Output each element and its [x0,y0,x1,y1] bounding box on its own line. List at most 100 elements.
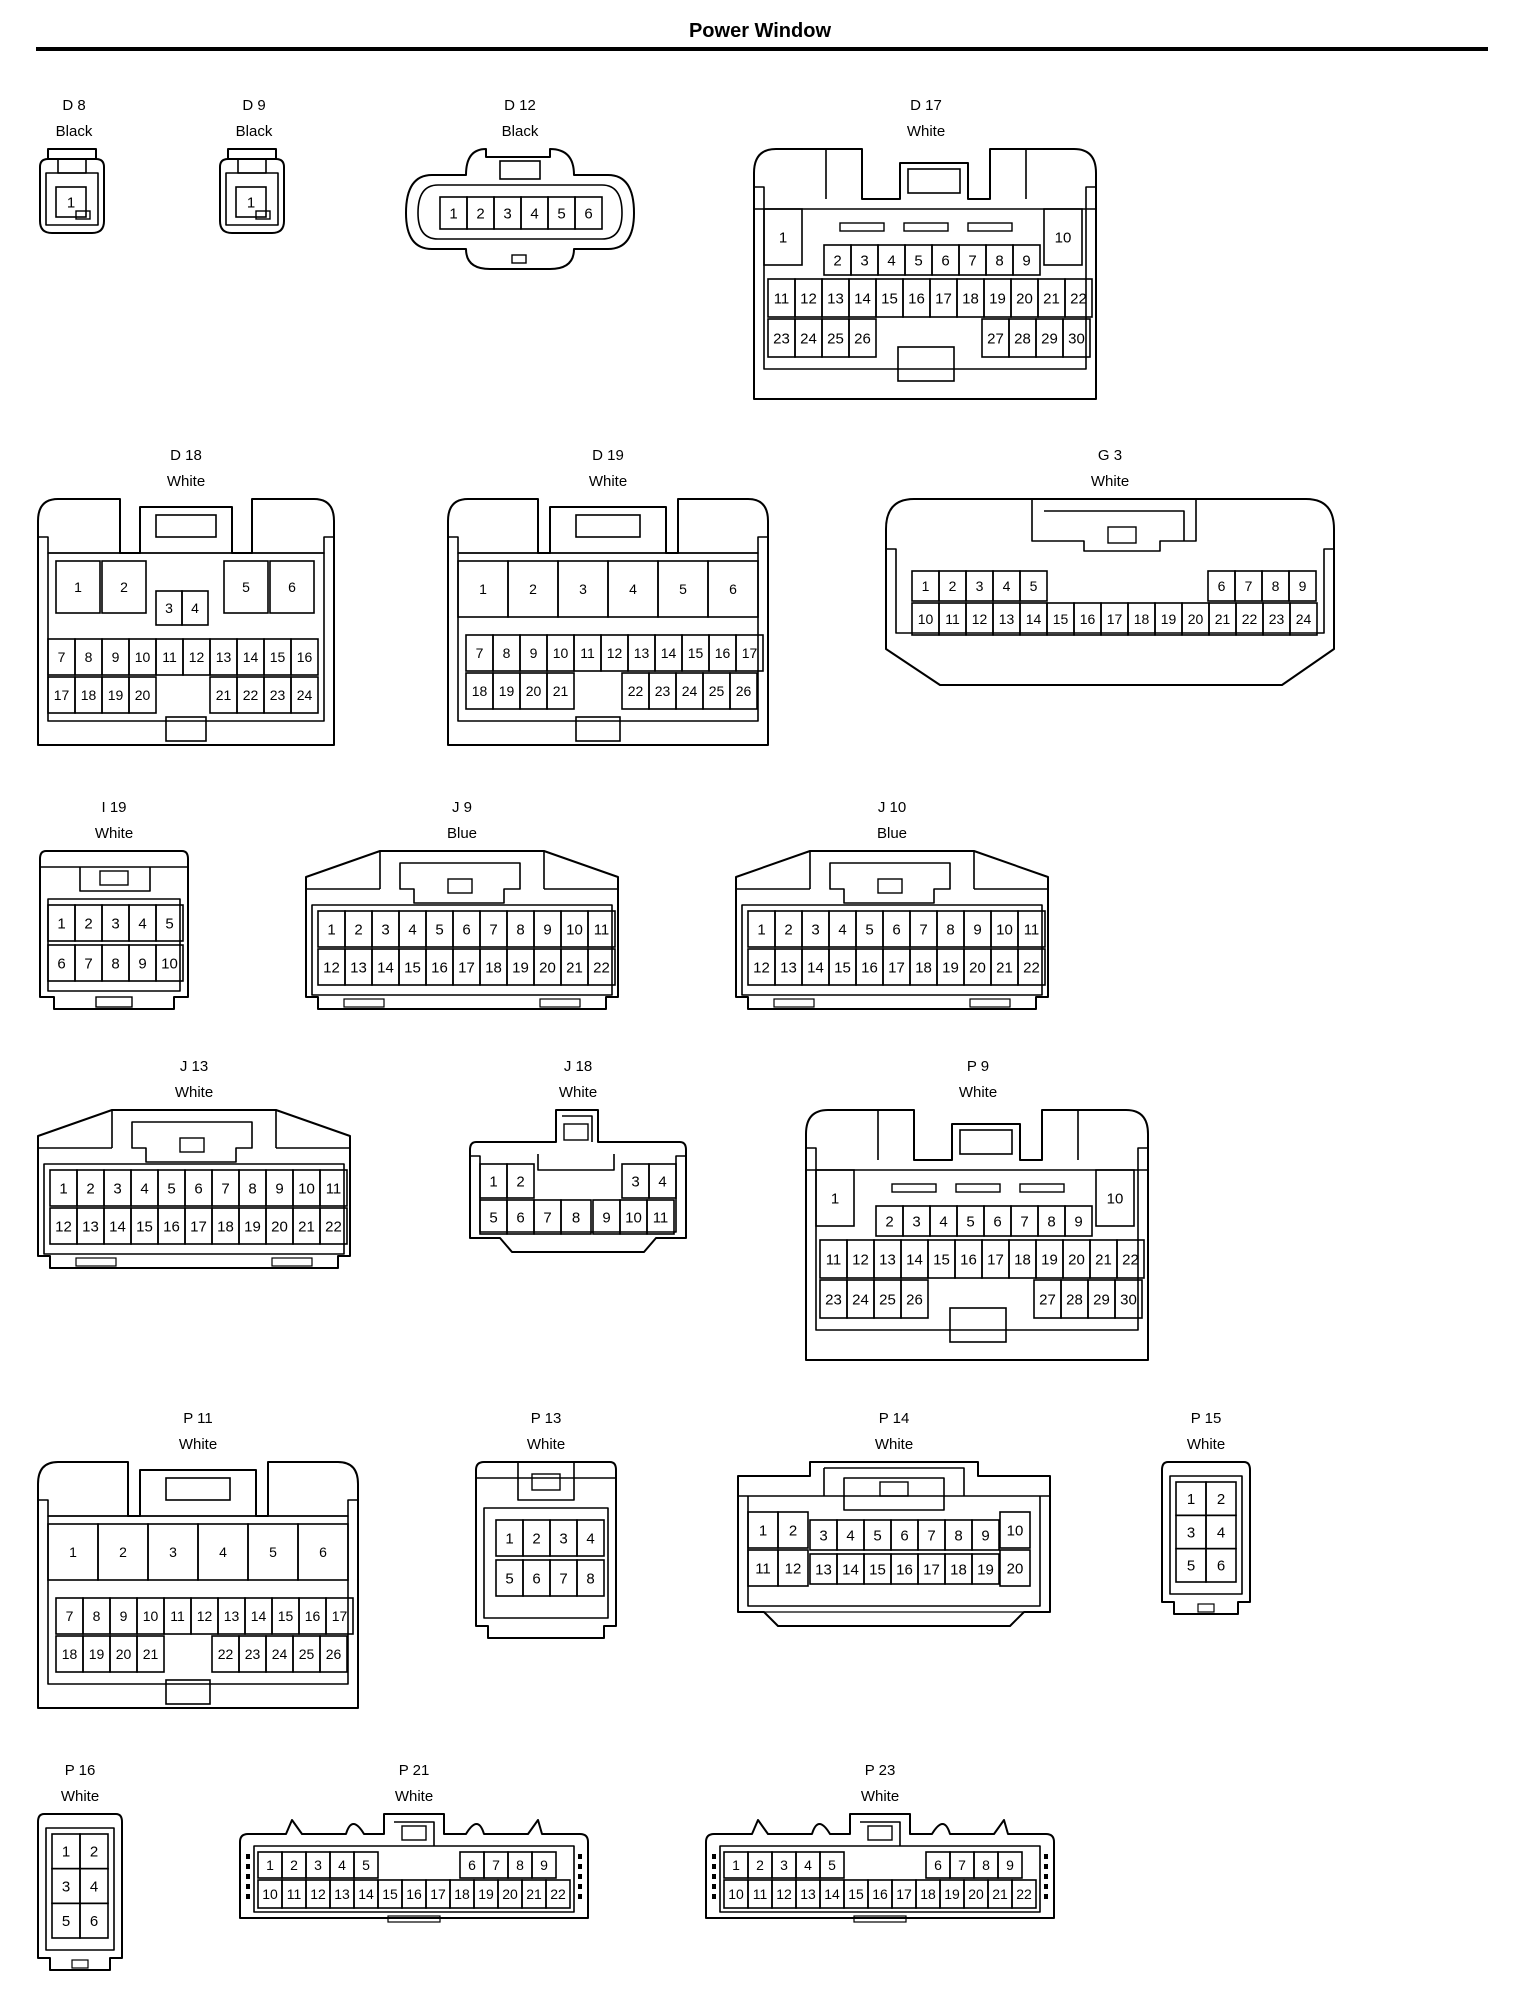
housing-outline [45,1827,115,1951]
guide-dot [578,1854,582,1859]
pin-number: 7 [221,1180,229,1197]
connector-id: P 21 [398,1762,430,1779]
pin-number: 1 [67,194,75,211]
housing-outline [469,1109,687,1253]
pin-number: 5 [679,581,687,597]
pin-number: 28 [1066,1291,1083,1308]
connector-id: J 18 [563,1058,593,1075]
guide-rib [955,1183,1001,1193]
pin-number: 9 [112,649,120,665]
pin-number: 13 [800,1886,816,1902]
pin-cavity [646,1199,675,1235]
rail [271,1257,313,1267]
pin-cavity [815,1169,855,1227]
pin-number: 6 [993,1213,1001,1230]
housing-outline [885,498,1335,686]
pin-number: 14 [1026,611,1042,627]
pin-number: 1 [732,1857,740,1873]
pin-number: 10 [728,1886,744,1902]
housing-outline [57,159,87,174]
housing-outline [47,1515,349,1685]
pin-number: 1 [489,1173,497,1190]
pin-number: 24 [1296,611,1312,627]
latch [879,1481,909,1497]
pin-number: 7 [1020,1213,1028,1230]
pin-number: 4 [138,915,146,932]
pin-number: 7 [492,1857,500,1873]
pin-number: 20 [539,959,556,976]
pin-number: 9 [138,955,146,972]
pin-number: 11 [162,649,177,665]
connector-color: Blue [876,825,908,842]
pin-cavity [587,910,616,948]
latch [155,514,217,538]
guide-rib [967,222,1013,232]
pin-number: 18 [920,1886,936,1902]
key-slot [897,346,955,382]
pin-number: 1 [449,205,457,222]
pin-number: 7 [476,645,484,661]
pin-number: 5 [435,921,443,938]
pin-number: 20 [526,683,542,699]
pin-number: 5 [966,1213,974,1230]
key-slot [949,1307,1007,1343]
housing-outline [763,208,1087,370]
pin-number: 10 [1055,229,1072,246]
pin-number: 1 [759,1522,767,1539]
pin-number: 7 [489,921,497,938]
pin-number: 21 [526,1886,542,1902]
latch [401,1825,427,1841]
pin-number: 1 [831,1190,839,1207]
key-slot [95,996,133,1008]
pin-number: 4 [939,1213,947,1230]
pin-cavity [1017,910,1046,948]
pin-number: 16 [715,645,731,661]
pin-number: 15 [1053,611,1069,627]
pin-cavity [729,672,758,710]
pin-number: 1 [505,1530,513,1547]
guide-dot [246,1854,250,1859]
pin-number: 21 [1043,290,1060,307]
pin-number: 13 [350,959,367,976]
pin-number: 12 [800,290,817,307]
pin-number: 15 [278,1608,294,1624]
pin-number: 9 [530,645,538,661]
guide-dot [246,1874,250,1879]
pin-number: 16 [297,649,313,665]
connector-id: P 15 [1190,1410,1222,1427]
latch-slot [71,1959,89,1969]
latch-slot [75,210,91,220]
pin-number: 17 [458,959,475,976]
pin-number: 2 [516,1173,524,1190]
pin-number: 17 [430,1886,446,1902]
pin-number: 5 [914,252,922,269]
pin-number: 12 [753,959,770,976]
connector-face: 1 [39,148,105,234]
pin-number: 6 [468,1857,476,1873]
connector-color: White [874,1436,914,1453]
pin-number: 13 [82,1218,99,1235]
pin-number: 14 [377,959,394,976]
pin-number: 11 [1024,921,1040,938]
pin-number: 10 [625,1209,642,1226]
connector-color: White [588,473,628,490]
pin-number: 3 [381,921,389,938]
housing-outline [39,850,189,1010]
pin-number: 25 [879,1291,896,1308]
pin-cavity [128,676,157,714]
housing-outline [225,172,279,226]
pin-number: 4 [90,1878,98,1895]
pin-cavity [136,1635,165,1673]
guide-dot [712,1864,716,1869]
pin-number: 6 [584,205,592,222]
housing-outline [405,148,635,270]
pin-number: 17 [1107,611,1123,627]
pin-number: 3 [165,600,173,616]
